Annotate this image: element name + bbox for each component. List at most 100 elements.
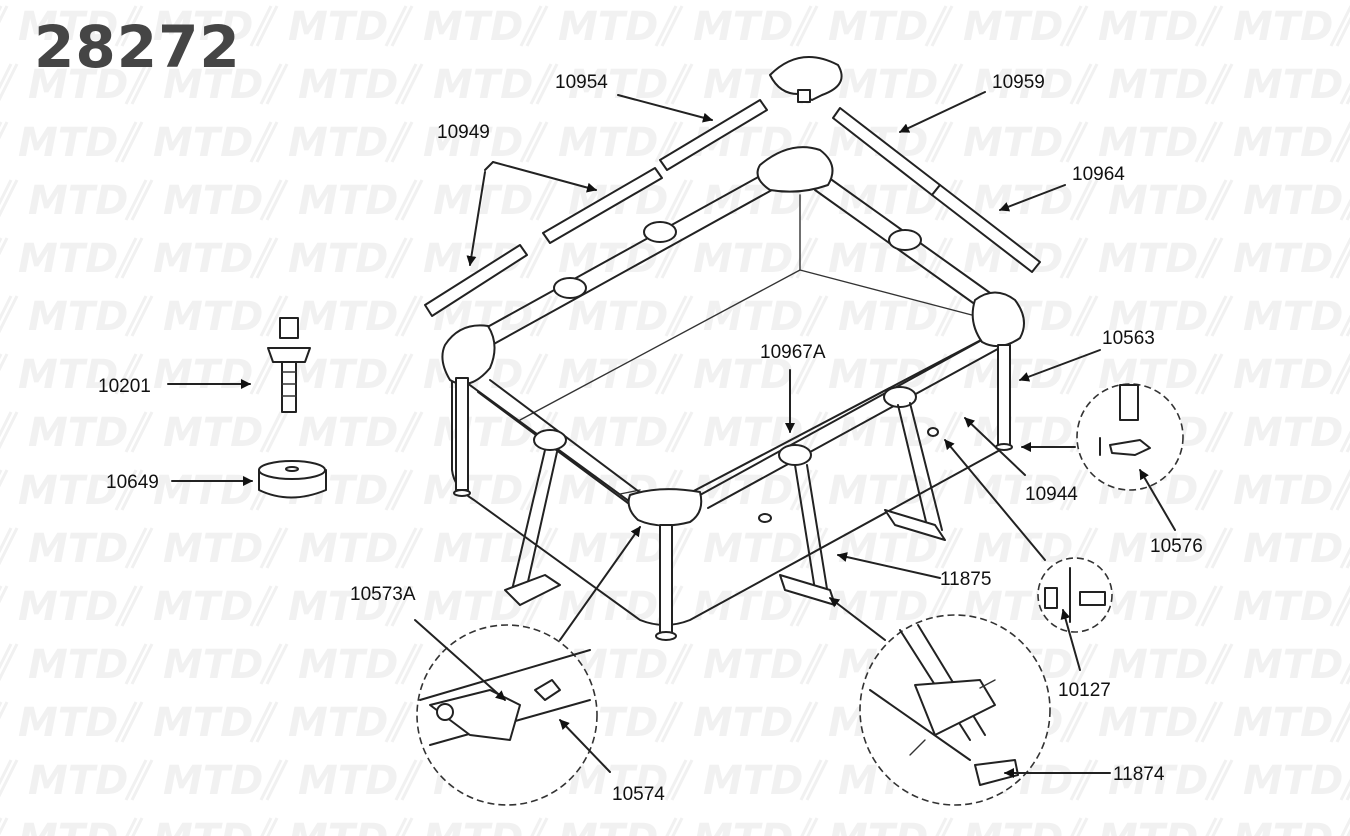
watermark-slash [1204,179,1234,221]
callout-10563: 10563 [1102,328,1155,349]
watermark-text: MTD [163,294,263,340]
watermark-slash [530,817,549,836]
watermark-slash [384,5,414,47]
watermark-text: MTD [18,584,118,630]
detail-plug [1037,557,1113,633]
watermark-text: MTD [1243,758,1343,804]
watermark-slash [1194,585,1224,627]
watermark-slash [1059,353,1089,395]
watermark-slash [789,353,819,395]
watermark-text: MTD [18,816,118,836]
watermark-slash [394,295,424,337]
watermark-slash [1204,63,1234,105]
watermark-text: MTD [568,294,668,340]
watermark-slash [1339,778,1350,801]
watermark-slash [664,643,694,685]
watermark-slash [124,759,154,801]
watermark-text: MTD [1108,62,1208,108]
watermark-slash [0,179,19,218]
watermark-slash [1339,546,1350,569]
watermark-slash [125,817,144,836]
watermark-slash [1070,817,1089,836]
model-number-title: 28272 [34,13,241,81]
watermark-slash [529,179,559,221]
watermark-slash [529,63,559,105]
watermark-slash [1204,759,1234,801]
watermark-text: MTD [1233,816,1333,836]
watermark-slash [259,295,289,337]
watermark-text: MTD [288,584,388,630]
watermark-text: MTD [153,4,253,50]
watermark-slash [0,643,19,682]
watermark-text: MTD [568,410,668,456]
callout-10649: 10649 [106,472,159,493]
watermark-text: MTD [828,816,928,836]
watermark-slash [114,585,144,627]
watermark-slash [1204,295,1234,337]
watermark-text: MTD [1098,700,1198,746]
watermark-text: MTD [423,4,523,50]
watermark-slash [789,701,819,743]
watermark-slash [1059,237,1089,279]
watermark-slash [1069,643,1099,685]
watermark-text: MTD [568,526,668,572]
watermark-text: MTD [298,294,398,340]
watermark-slash [1069,759,1099,801]
watermark-slash [800,817,819,836]
watermark-text: MTD [693,700,793,746]
watermark-slash [124,63,154,105]
watermark-text: MTD [18,700,118,746]
watermark-slash [519,237,549,279]
watermark-text: MTD [163,758,263,804]
watermark-text: MTD [288,236,388,282]
watermark-text: MTD [1243,410,1343,456]
watermark-text: MTD [703,758,803,804]
watermark-slash [384,469,414,511]
watermark-slash [1194,353,1224,395]
watermark-slash [249,237,279,279]
watermark-slash [114,237,144,279]
watermark-slash [384,237,414,279]
watermark-slash [124,295,154,337]
watermark-text: MTD [838,62,938,108]
watermark-slash [654,701,684,743]
watermark-text: MTD [298,758,398,804]
watermark-slash [1194,121,1224,163]
watermark-text: MTD [298,62,398,108]
detail-corner-joint [416,624,598,806]
seal-ring-part [258,460,327,499]
watermark-slash [924,5,954,47]
callout-11874: 11874 [1113,764,1165,785]
watermark-slash [934,295,964,337]
plug-parts [927,427,939,437]
pool-liner [451,194,1011,626]
watermark-slash [1339,430,1350,453]
watermark-text: MTD [163,178,263,224]
watermark-slash [114,353,144,395]
watermark-slash [1204,411,1234,453]
watermark-slash [384,121,414,163]
watermark-slash [394,63,424,105]
watermark-text: MTD [28,526,128,572]
watermark-slash [1339,82,1350,105]
watermark-text: MTD [558,4,658,50]
watermark-slash [394,527,424,569]
watermark-text: MTD [828,468,928,514]
watermark-slash [664,179,694,221]
watermark-slash [1194,469,1224,511]
watermark-slash [799,411,829,453]
watermark-slash [0,411,19,450]
vertical-legs [453,344,1013,641]
watermark-slash [0,353,9,372]
watermark-text: MTD [1233,120,1333,166]
watermark-slash [0,295,19,334]
callout-10954: 10954 [555,72,608,93]
watermark-slash [384,585,414,627]
watermark-slash [0,237,9,256]
watermark-text: MTD [288,816,388,836]
watermark-text: MTD [1108,178,1208,224]
watermark-text: MTD [963,120,1063,166]
watermark-text: MTD [1108,294,1208,340]
